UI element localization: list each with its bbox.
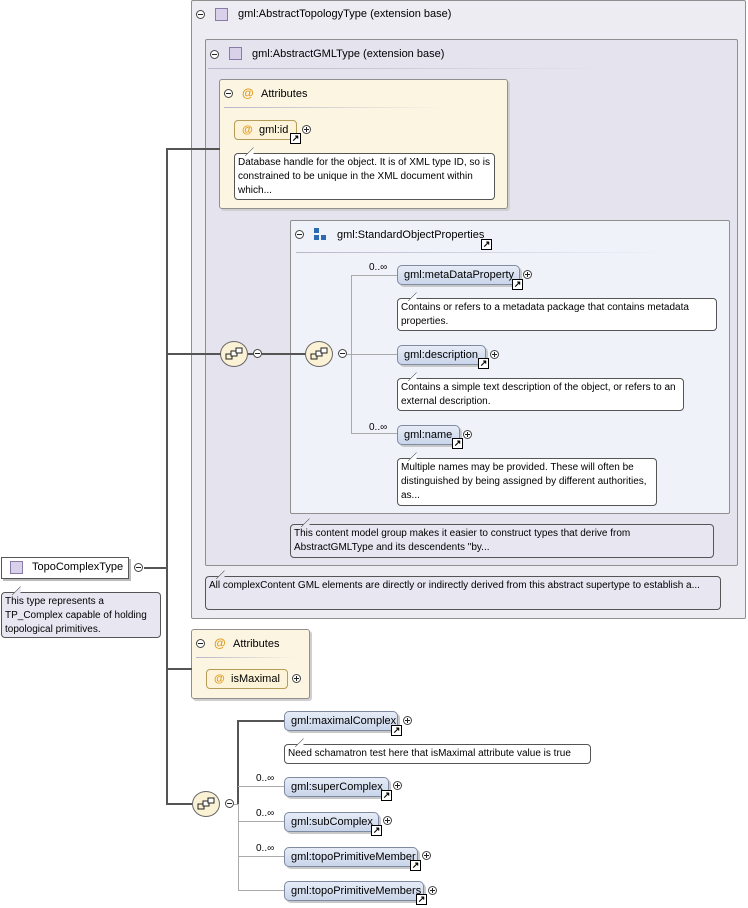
expand-icon[interactable] [463, 430, 472, 439]
element-documentation: Multiple names may be provided. These wi… [397, 458, 657, 506]
expand-icon[interactable] [428, 886, 437, 895]
root-type-box[interactable]: TopoComplexType [1, 557, 129, 579]
element-maximal-complex[interactable]: gml:maximalComplex [284, 711, 398, 731]
collapse-icon[interactable] [225, 799, 234, 808]
attribute-documentation: Database handle for the object. It is of… [234, 153, 495, 200]
link-arrow-icon[interactable]: ↗ [478, 358, 489, 369]
link-arrow-icon[interactable]: ↗ [290, 133, 301, 144]
attribute-name: gml:id [259, 124, 289, 136]
link-arrow-icon[interactable]: ↗ [512, 279, 523, 290]
link-arrow-icon[interactable]: ↗ [371, 825, 382, 836]
extension-title: gml:AbstractTopologyType (extension base… [238, 8, 452, 20]
element-name: gml:maximalComplex [291, 715, 397, 727]
sequence-compositor-icon [305, 341, 333, 367]
element-documentation: Contains or refers to a metadata package… [397, 298, 717, 331]
element-name: gml:description [404, 349, 478, 361]
root-documentation: This type represents a TP_Complex capabl… [1, 592, 161, 638]
collapse-icon[interactable] [295, 230, 304, 239]
collapse-icon[interactable] [338, 349, 347, 358]
attribute-at-icon: @ [214, 673, 225, 685]
attribute-name: isMaximal [231, 673, 280, 685]
element-documentation: Contains a simple text description of th… [397, 378, 684, 411]
attributes-title: Attributes [261, 88, 308, 100]
expand-icon[interactable] [292, 674, 301, 683]
attribute-at-icon: @ [242, 124, 253, 136]
element-name: gml:superComplex [291, 781, 383, 793]
occurrence-label: 0..∞ [256, 773, 275, 784]
element-name: gml:topoPrimitiveMembers [291, 885, 422, 897]
expand-icon[interactable] [383, 816, 392, 825]
element-name: gml:topoPrimitiveMember [291, 851, 416, 863]
collapse-icon[interactable] [210, 50, 219, 59]
element-topo-primitive-members[interactable]: gml:topoPrimitiveMembers [284, 881, 424, 901]
element-topo-primitive-member[interactable]: gml:topoPrimitiveMember [284, 847, 418, 867]
collapse-icon[interactable] [253, 349, 262, 358]
link-arrow-icon[interactable]: ↗ [481, 239, 492, 250]
expand-icon[interactable] [403, 716, 412, 725]
element-super-complex[interactable]: gml:superComplex [284, 777, 389, 797]
element-name-item[interactable]: gml:name [397, 425, 460, 445]
expand-icon[interactable] [393, 781, 402, 790]
expand-icon[interactable] [490, 350, 499, 359]
collapse-icon[interactable] [196, 10, 205, 19]
sequence-compositor-icon [192, 791, 220, 817]
root-type-name: TopoComplexType [32, 561, 124, 573]
link-arrow-icon[interactable]: ↗ [381, 790, 392, 801]
extension-documentation: All complexContent GML elements are dire… [205, 576, 721, 610]
occurrence-label: 0..∞ [369, 262, 388, 273]
complex-type-icon [215, 8, 228, 21]
element-sub-complex[interactable]: gml:subComplex [284, 812, 379, 832]
complex-type-icon [10, 561, 23, 574]
link-arrow-icon[interactable]: ↗ [452, 438, 463, 449]
attribute-at-icon: @ [242, 86, 254, 100]
extension-title: gml:AbstractGMLType (extension base) [252, 48, 445, 60]
element-name: gml:name [404, 429, 453, 441]
element-documentation: Need schamatron test here that isMaximal… [284, 744, 591, 764]
group-icon [314, 228, 326, 240]
attribute-at-icon: @ [214, 636, 226, 650]
occurrence-label: 0..∞ [256, 808, 275, 819]
collapse-icon[interactable] [224, 89, 233, 98]
collapse-icon[interactable] [134, 563, 143, 572]
complex-type-icon [229, 47, 242, 60]
element-name: gml:metaDataProperty [404, 269, 515, 281]
element-metadata-property[interactable]: gml:metaDataProperty [397, 265, 520, 285]
occurrence-label: 0..∞ [256, 843, 275, 854]
attribute-gml-id[interactable]: @ gml:id [234, 120, 297, 140]
element-name: gml:subComplex [291, 816, 373, 828]
attribute-is-maximal[interactable]: @ isMaximal [206, 669, 288, 689]
group-documentation: This content model group makes it easier… [290, 524, 714, 558]
sequence-compositor-icon [220, 341, 248, 367]
link-arrow-icon[interactable]: ↗ [416, 894, 427, 905]
expand-icon[interactable] [302, 125, 311, 134]
expand-icon[interactable] [523, 270, 532, 279]
link-arrow-icon[interactable]: ↗ [391, 725, 402, 736]
element-description[interactable]: gml:description [397, 345, 486, 365]
expand-icon[interactable] [422, 851, 431, 860]
attributes-title: Attributes [233, 638, 280, 650]
occurrence-label: 0..∞ [369, 422, 388, 433]
link-arrow-icon[interactable]: ↗ [410, 860, 421, 871]
collapse-icon[interactable] [196, 639, 205, 648]
group-title: gml:StandardObjectProperties [337, 229, 485, 241]
